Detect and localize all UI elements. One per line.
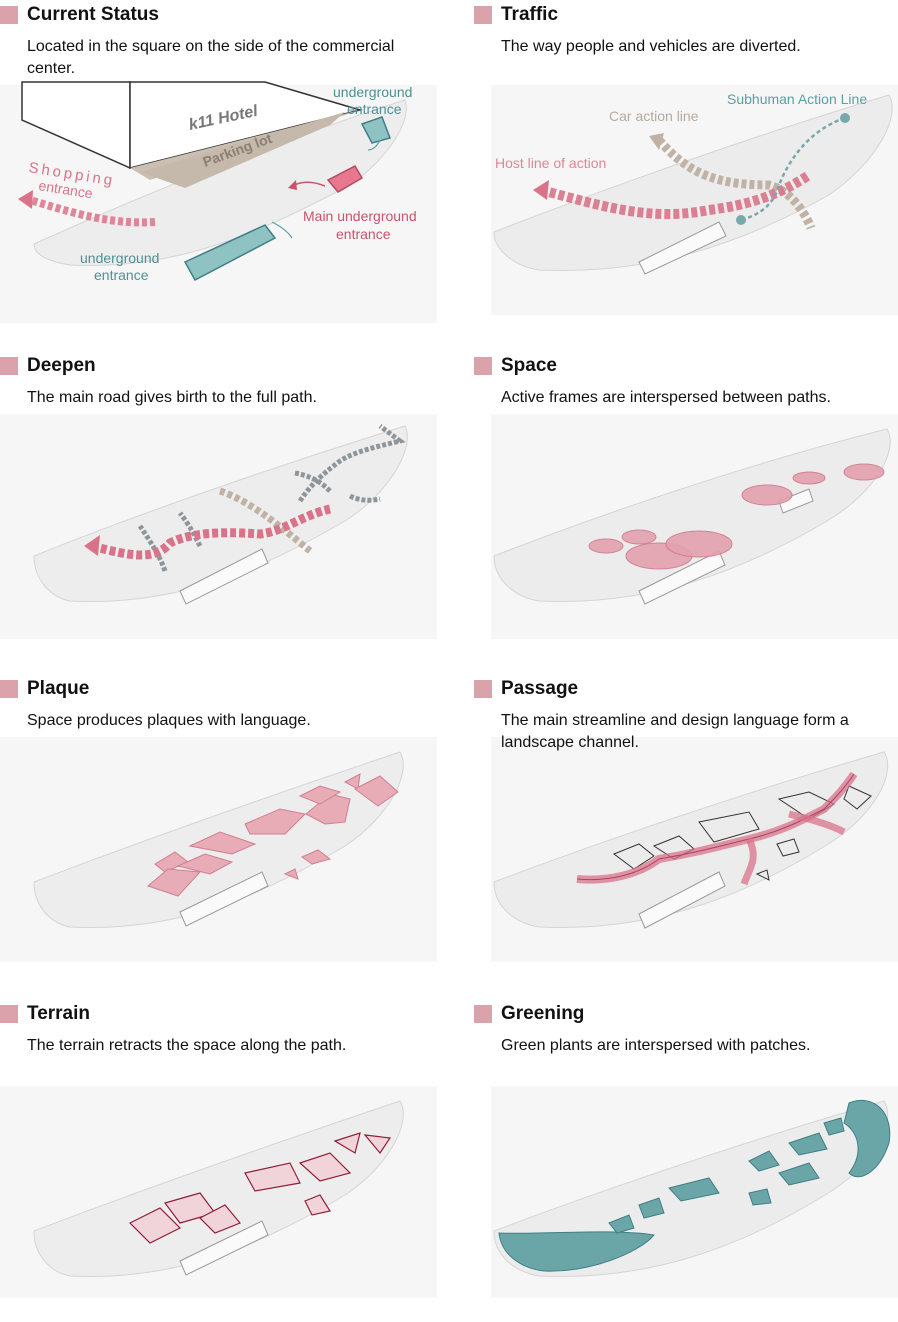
section-header: Deepen <box>0 355 96 377</box>
panel-space: Space Active frames are interspersed bet… <box>449 351 898 674</box>
section-marker <box>0 1005 18 1023</box>
section-title: Current Status <box>27 4 159 25</box>
panel-traffic: Car action line Subhuman Action Line Hos… <box>449 0 898 323</box>
host-line-label: Host line of action <box>495 155 606 171</box>
section-header: Plaque <box>0 678 89 700</box>
section-description: Green plants are interspersed with patch… <box>501 1037 811 1054</box>
panel-terrain: Terrain The terrain retracts the space a… <box>0 999 449 1322</box>
section-description: The terrain retracts the space along the… <box>27 1037 347 1054</box>
section-marker <box>474 680 492 698</box>
section-marker <box>0 6 18 24</box>
section-title: Space <box>501 355 557 376</box>
section-description: The way people and vehicles are diverted… <box>501 38 801 55</box>
section-description: The main streamline and design language … <box>501 712 849 751</box>
panel-plaque: Plaque Space produces plaques with langu… <box>0 674 449 997</box>
plaque-diagram <box>0 737 437 962</box>
deepen-diagram <box>0 414 437 639</box>
section-marker <box>474 6 492 24</box>
section-header: Greening <box>474 1003 584 1025</box>
section-header: Current Status <box>0 4 159 26</box>
panel-deepen: Deepen The main road gives birth to the … <box>0 351 449 674</box>
section-title: Terrain <box>27 1003 91 1024</box>
panel-greening: Greening Green plants are interspersed w… <box>449 999 898 1322</box>
section-title: Plaque <box>27 678 90 699</box>
passage-diagram <box>491 737 898 962</box>
section-header: Space <box>474 355 557 377</box>
section-marker <box>474 1005 492 1023</box>
panel-current-status: k11 Hotel Parking lot Shopping entrance … <box>0 0 449 323</box>
section-title: Traffic <box>501 4 559 25</box>
section-header: Passage <box>474 678 578 700</box>
section-marker <box>0 680 18 698</box>
section-description: Space produces plaques with language. <box>27 712 311 729</box>
underground-top-label: underground <box>333 84 412 100</box>
current-status-diagram: k11 Hotel Parking lot Shopping entrance … <box>0 81 437 323</box>
traffic-diagram: Car action line Subhuman Action Line Hos… <box>491 85 898 315</box>
underground-top-entrance-label: entrance <box>347 101 402 117</box>
section-description: The main road gives birth to the full pa… <box>27 389 317 406</box>
car-action-line-label: Car action line <box>609 108 699 124</box>
underground-bottom-entrance-label: entrance <box>94 267 149 283</box>
main-underground-entrance-label: entrance <box>336 226 391 242</box>
panel-passage: Passage The main streamline and design l… <box>449 674 898 997</box>
space-diagram <box>491 414 898 639</box>
subhuman-action-line-label: Subhuman Action Line <box>727 91 867 107</box>
section-title: Deepen <box>27 355 96 376</box>
section-title: Greening <box>501 1003 585 1024</box>
section-description: Active frames are interspersed between p… <box>501 389 831 406</box>
section-header: Terrain <box>0 1003 90 1025</box>
terrain-diagram <box>0 1086 437 1298</box>
main-underground-label: Main underground <box>303 208 417 224</box>
section-description: Located in the square on the side of the… <box>27 38 395 77</box>
section-marker <box>0 357 18 375</box>
section-header: Traffic <box>474 4 558 26</box>
section-marker <box>474 357 492 375</box>
underground-bottom-label: underground <box>80 250 159 266</box>
greening-diagram <box>491 1086 898 1298</box>
section-title: Passage <box>501 678 579 699</box>
